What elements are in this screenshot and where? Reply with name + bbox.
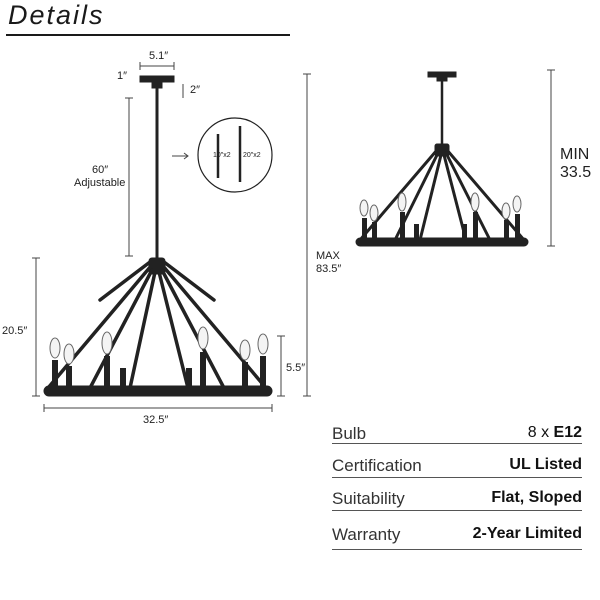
- title-underline: [6, 34, 290, 36]
- candle-height-label: 5.5″: [286, 362, 306, 374]
- spec-row-certification: Certification UL Listed: [332, 450, 582, 482]
- rod-note-label: Adjustable: [74, 177, 126, 189]
- spec-row-warranty: Warranty 2-Year Limited: [332, 519, 582, 551]
- spec-label: Suitability: [332, 489, 405, 508]
- spec-value: UL Listed: [509, 456, 582, 473]
- min-label: MIN: [560, 146, 590, 163]
- spec-label: Certification: [332, 456, 422, 475]
- wagon-ring: [43, 385, 273, 397]
- ring-width-label: 32.5″: [143, 414, 169, 426]
- body-height-label: 20.5″: [2, 325, 28, 337]
- min-value-label: 33.5: [560, 164, 592, 181]
- large-chandelier: [43, 75, 273, 397]
- spec-divider: [332, 510, 582, 511]
- max-value-label: 83.5″: [316, 263, 342, 275]
- canopy: [139, 75, 175, 83]
- rod-detail: [197, 117, 273, 193]
- spec-row-suitability: Suitability Flat, Sloped: [332, 483, 582, 515]
- spec-divider: [332, 477, 582, 478]
- spec-value: Flat, Sloped: [491, 489, 582, 506]
- spec-label: Warranty: [332, 525, 401, 544]
- canopy-width-label: 5.1″: [149, 50, 169, 62]
- spec-value: 2-Year Limited: [472, 525, 582, 542]
- dimension-lines: [32, 62, 311, 412]
- spec-divider: [332, 443, 582, 444]
- small-chandelier: [355, 71, 529, 247]
- rod-b-label: 20″x2: [243, 152, 261, 159]
- spec-divider: [332, 549, 582, 550]
- canopy-top-label: 1″: [117, 70, 128, 82]
- spec-label: Bulb: [332, 424, 367, 443]
- rod-a-label: 10″x2: [213, 152, 231, 159]
- max-label: MAX: [316, 250, 340, 262]
- spec-row-bulb: Bulb 8 x E12: [332, 418, 582, 450]
- spec-value: 8 x E12: [527, 424, 582, 441]
- rod-length-label: 60″: [92, 164, 109, 176]
- canopy-gap-label: 2″: [190, 84, 201, 96]
- page-title: Details: [8, 0, 105, 30]
